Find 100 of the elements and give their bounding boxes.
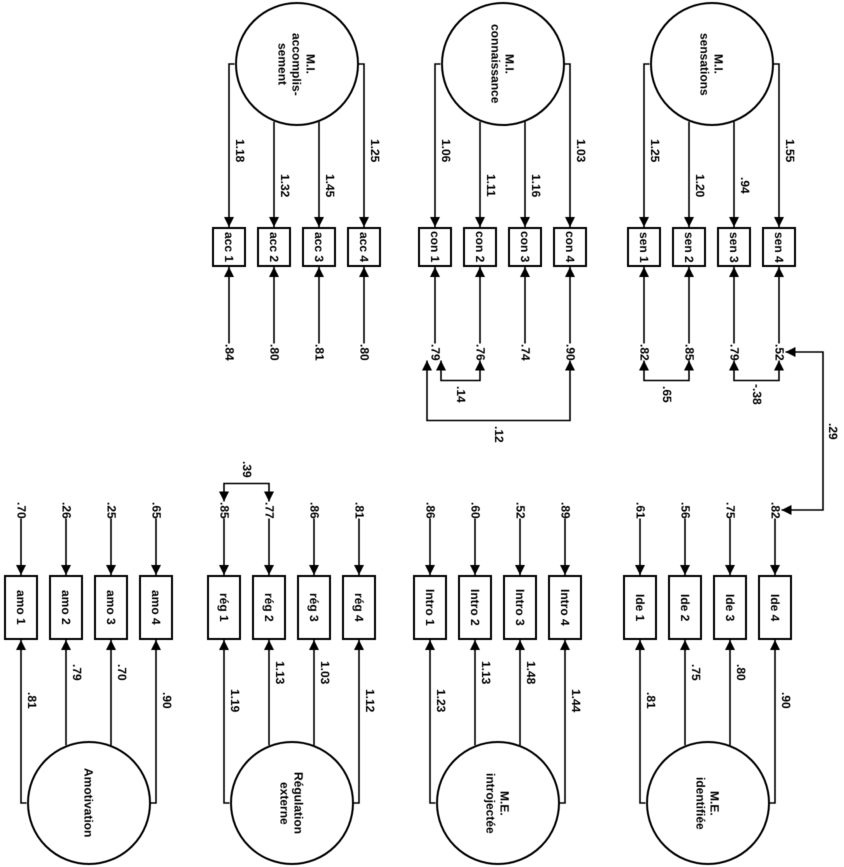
arrow — [151, 518, 161, 575]
arrow — [725, 518, 735, 575]
arrow — [565, 267, 575, 344]
edge-label: 1.19 — [228, 688, 241, 713]
indicator-label: con 1 — [428, 231, 442, 263]
indicator-label: con 3 — [518, 231, 532, 263]
arrow — [358, 63, 369, 227]
edge-label: .39 — [240, 460, 253, 479]
error-value: .77 — [262, 502, 276, 518]
indicator-label: amo 1 — [14, 590, 28, 625]
indicator-box — [4, 575, 38, 640]
arrow — [269, 267, 279, 344]
error-value: .86 — [424, 502, 436, 518]
error-value: .80 — [268, 344, 280, 360]
error-value: .89 — [558, 502, 572, 518]
arrow — [106, 640, 116, 746]
factor-label: Amotivation — [82, 767, 96, 840]
indicator-box — [623, 575, 657, 640]
arrow — [425, 640, 436, 804]
indicator-label: Intro 2 — [468, 589, 482, 626]
indicator-label: Ide 2 — [678, 594, 692, 622]
indicator-label: con 4 — [563, 231, 577, 263]
indicator-label: acc 4 — [357, 232, 371, 262]
error-value: .70 — [14, 502, 28, 518]
indicator-box — [758, 575, 792, 640]
indicator-box — [49, 575, 83, 640]
edge-label: 1.13 — [273, 660, 286, 685]
indicator-label: Intro 4 — [558, 589, 572, 626]
error-value: .84 — [222, 344, 236, 360]
indicator-box — [508, 227, 542, 267]
edge-label: .79 — [70, 662, 83, 682]
error-value: .82 — [768, 502, 782, 518]
edge-label: 1.48 — [524, 660, 537, 685]
arrow — [219, 640, 230, 804]
indicator-box — [418, 227, 452, 267]
arrow — [309, 640, 319, 746]
arrow — [774, 63, 784, 227]
arrow — [61, 518, 71, 575]
factor-label: M.I. connaissance — [488, 24, 516, 104]
arrow — [774, 267, 784, 344]
indicator-box — [668, 575, 702, 640]
edge-label: .12 — [492, 425, 505, 444]
arrow — [314, 122, 324, 227]
correlation-arrow — [436, 360, 485, 382]
arrow — [729, 267, 739, 344]
edge-label: .81 — [644, 690, 657, 710]
arrow — [359, 267, 369, 344]
edge-label: 1.44 — [569, 688, 582, 713]
arrow — [264, 518, 274, 575]
edge-label: 1.45 — [323, 172, 336, 198]
edge-label: 1.03 — [574, 138, 587, 163]
arrow — [635, 640, 646, 804]
edge-label: 1.11 — [484, 172, 497, 198]
indicator-label: rég 4 — [352, 593, 366, 622]
arrow — [770, 640, 780, 804]
indicator-box — [257, 227, 291, 267]
arrow — [430, 63, 440, 227]
indicator-label: amo 3 — [104, 590, 118, 625]
arrow — [314, 267, 324, 344]
edge-label: 1.32 — [278, 172, 291, 198]
arrow — [150, 640, 161, 804]
indicator-box — [413, 575, 447, 640]
arrow — [520, 267, 530, 344]
indicator-label: Ide 4 — [768, 594, 782, 622]
error-value: .61 — [634, 502, 646, 518]
edge-label: 1.13 — [479, 660, 492, 685]
arrow — [515, 640, 525, 746]
edge-label: .90 — [160, 690, 173, 710]
indicator-box — [94, 575, 128, 640]
indicator-label: sen 1 — [637, 232, 651, 262]
indicator-label: acc 2 — [267, 232, 281, 262]
arrow — [684, 267, 694, 344]
indicator-box — [212, 227, 246, 267]
error-value: .80 — [358, 344, 370, 360]
error-value: .81 — [352, 502, 366, 518]
indicator-box — [548, 575, 582, 640]
arrow — [470, 518, 480, 575]
edge-label: .90 — [779, 690, 792, 710]
arrow — [224, 267, 234, 344]
arrow — [61, 640, 71, 746]
arrow — [475, 122, 485, 227]
factor-label: M.I. accomplis- sement — [276, 32, 318, 98]
indicator-label: Ide 1 — [633, 594, 647, 622]
edge-label: 1.12 — [363, 688, 376, 713]
indicator-box — [297, 575, 331, 640]
edge-label: 1.25 — [648, 138, 661, 163]
arrow — [106, 518, 116, 575]
correlation-arrow — [729, 360, 784, 382]
indicator-box — [762, 227, 796, 267]
arrow — [475, 267, 485, 344]
edge-label: 1.23 — [434, 688, 447, 713]
edge-label: 1.25 — [368, 138, 381, 163]
indicator-label: rég 3 — [307, 593, 321, 622]
edge-label: .94 — [738, 176, 751, 194]
arrow — [16, 640, 26, 804]
edge-label: -.38 — [750, 383, 763, 406]
indicator-label: sen 4 — [772, 232, 786, 262]
arrow — [564, 63, 575, 227]
indicator-label: Ide 3 — [723, 594, 737, 622]
error-value: .85 — [682, 344, 696, 360]
